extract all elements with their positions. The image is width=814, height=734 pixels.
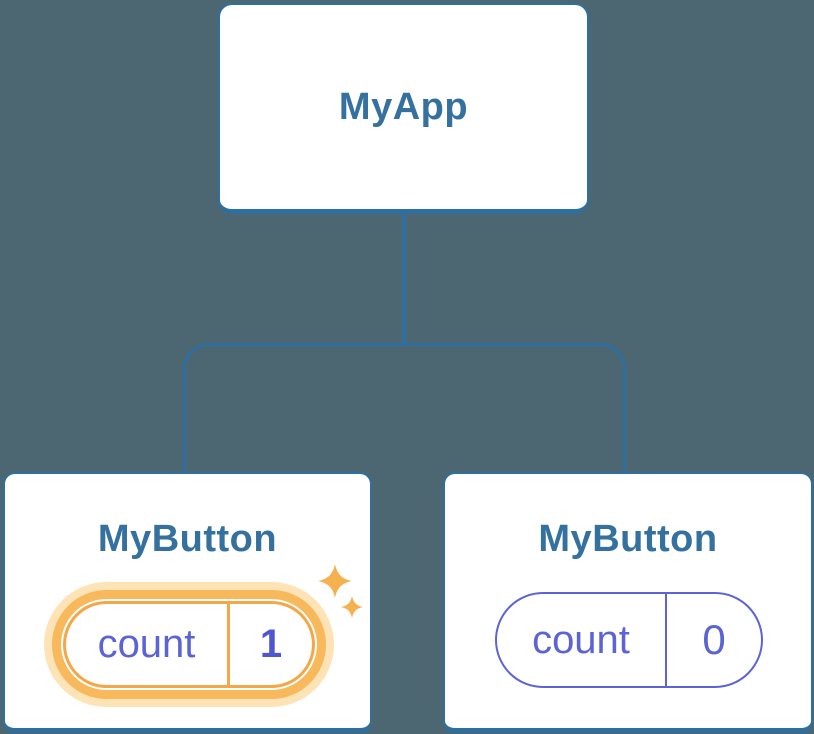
pill-divider — [665, 594, 667, 686]
node-title-mybutton-2: MyButton — [538, 518, 718, 560]
connector-branch — [183, 343, 626, 472]
connector-root-stem — [402, 210, 406, 346]
state-value: 1 — [259, 622, 283, 666]
sparkle-icon — [318, 564, 363, 618]
state-label: count — [532, 617, 630, 662]
tree-node-myapp: MyApp — [218, 3, 589, 214]
state-pill-highlighted: count 1 — [63, 601, 315, 688]
node-title-myapp: MyApp — [338, 85, 469, 128]
sparkle-fill — [318, 564, 363, 618]
state-pill: count 0 — [495, 592, 763, 688]
state-value: 0 — [702, 616, 726, 663]
state-label: count — [97, 622, 196, 666]
tree-node-mybutton-2: MyButton count 0 — [443, 472, 813, 733]
pill-divider — [227, 604, 230, 685]
node-title-mybutton-1: MyButton — [97, 518, 278, 560]
tree-node-mybutton-1: MyButton count 1 — [3, 472, 372, 733]
